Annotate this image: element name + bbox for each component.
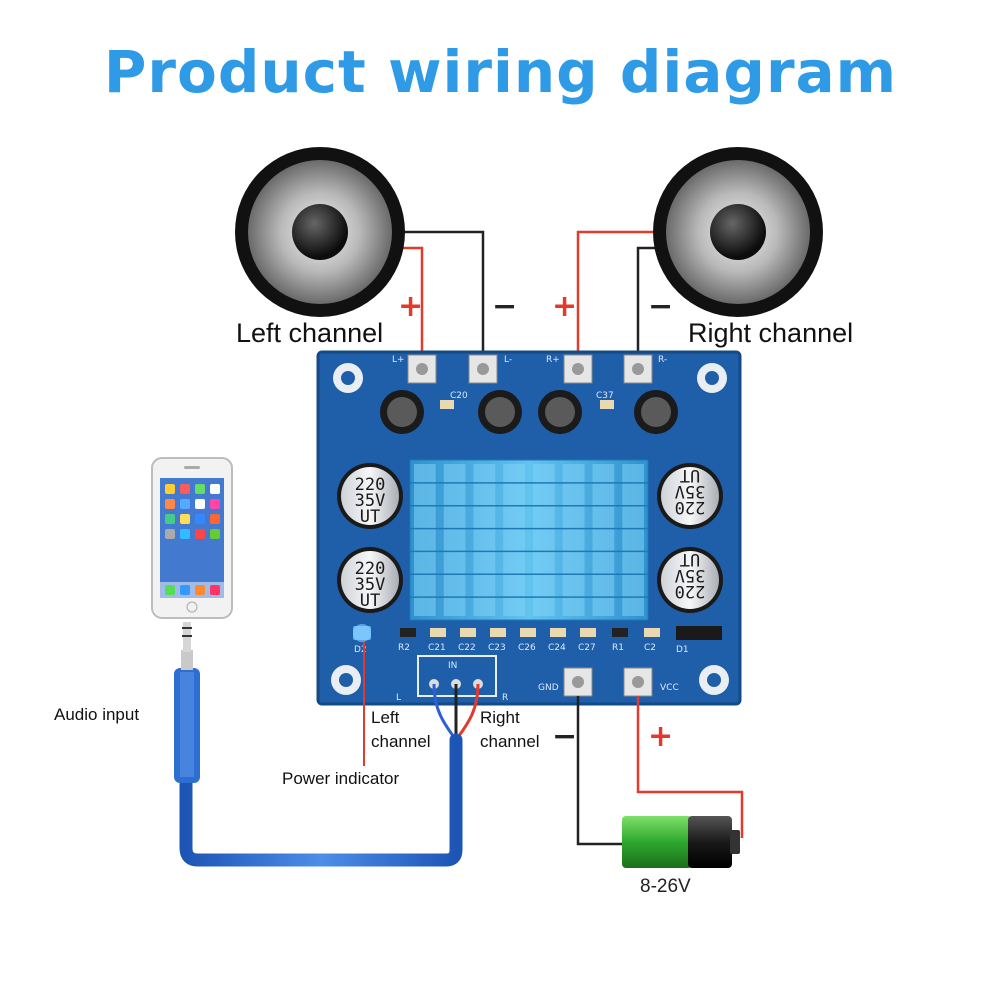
cap4-value: 220	[675, 581, 706, 601]
battery	[622, 816, 740, 868]
silk-c20: C20	[450, 391, 468, 401]
amplifier-board	[316, 350, 742, 706]
cap2-voltage: 35V	[355, 575, 386, 595]
cap3-brand: UT	[680, 465, 700, 485]
battery-voltage-label: 8-26V	[640, 876, 691, 897]
power-led	[353, 624, 371, 642]
right-channel-input-label: Right channel	[480, 708, 540, 751]
right-plus-sign: +	[552, 289, 578, 324]
silk-vcc: VCC	[660, 683, 679, 693]
silk-c37: C37	[596, 391, 614, 401]
heatsink-fin	[414, 464, 436, 616]
left-channel-label: Left channel	[236, 318, 384, 348]
silk-input-r: R	[502, 693, 508, 703]
right-channel-label: Right channel	[688, 318, 854, 348]
left-speaker	[235, 147, 405, 317]
silk-c21: C21	[428, 643, 446, 653]
silk-input-l: L	[396, 693, 401, 703]
cap2-brand: UT	[360, 591, 380, 611]
right-positive-wire	[576, 230, 672, 360]
heatsink-fin	[443, 464, 466, 616]
cap4-brand: UT	[680, 549, 700, 569]
silk-r-plus: R+	[546, 355, 560, 365]
power-wires	[576, 696, 744, 846]
right-speaker	[653, 147, 823, 317]
left-minus-sign: −	[492, 289, 518, 324]
inductors	[380, 390, 678, 434]
cap4-voltage: 35V	[675, 565, 706, 585]
audio-input-label: Audio input	[54, 705, 140, 724]
heatsink-fin	[592, 464, 615, 616]
cap3-value: 220	[675, 497, 706, 517]
left-negative-wire	[385, 230, 485, 360]
gnd-minus-sign: −	[552, 719, 578, 754]
board-silkscreen: L+ L- R+ R- C20 C37 R2 C21 C22 C23 C26 C…	[354, 355, 689, 703]
gnd-wire	[576, 696, 626, 846]
electrolytic-capacitors	[337, 463, 723, 613]
silk-c22: C22	[458, 643, 476, 653]
silk-input-header: IN	[448, 661, 457, 671]
cap1-brand: UT	[360, 507, 380, 527]
silk-r2: R2	[398, 643, 410, 653]
cap3-voltage: 35V	[675, 481, 706, 501]
heatsink-fin	[503, 464, 525, 616]
silk-c23: C23	[488, 643, 506, 653]
power-indicator-label: Power indicator	[282, 769, 400, 788]
silk-c26: C26	[518, 643, 536, 653]
cap1-value: 220	[355, 475, 386, 495]
silk-l-minus: L-	[504, 355, 512, 365]
cap1-voltage: 35V	[355, 491, 386, 511]
vcc-wire	[636, 696, 744, 838]
heatsink-fin	[562, 464, 585, 616]
heatsink-fin	[622, 464, 644, 616]
capacitor-markings: 220 35V UT 220 35V UT 220 35V UT 220 35V…	[355, 465, 706, 611]
silk-c2: C2	[644, 643, 656, 653]
speaker-terminals	[407, 354, 653, 384]
heatsink-fin	[473, 464, 496, 616]
mounting-holes	[331, 363, 729, 695]
silk-c24: C24	[548, 643, 566, 653]
page-title: Product wiring diagram	[103, 38, 898, 106]
left-plus-sign: +	[398, 289, 424, 324]
cap2-value: 220	[355, 559, 386, 579]
silk-d2: D2	[354, 645, 367, 655]
silk-r-minus: R-	[658, 355, 667, 365]
vcc-plus-sign: +	[648, 719, 674, 754]
left-channel-input-label: Left channel	[371, 708, 431, 751]
silk-l-plus: L+	[392, 355, 405, 365]
silk-gnd: GND	[538, 683, 559, 693]
silk-c27: C27	[578, 643, 596, 653]
heatsink	[409, 459, 649, 621]
phone-app-icons	[160, 484, 224, 598]
right-minus-sign: −	[648, 289, 674, 324]
silk-d1: D1	[676, 645, 689, 655]
smartphone	[151, 457, 233, 619]
silk-r1: R1	[612, 643, 624, 653]
smd-components	[400, 400, 722, 640]
audio-cable	[174, 622, 463, 867]
heatsink-fin	[533, 464, 555, 616]
